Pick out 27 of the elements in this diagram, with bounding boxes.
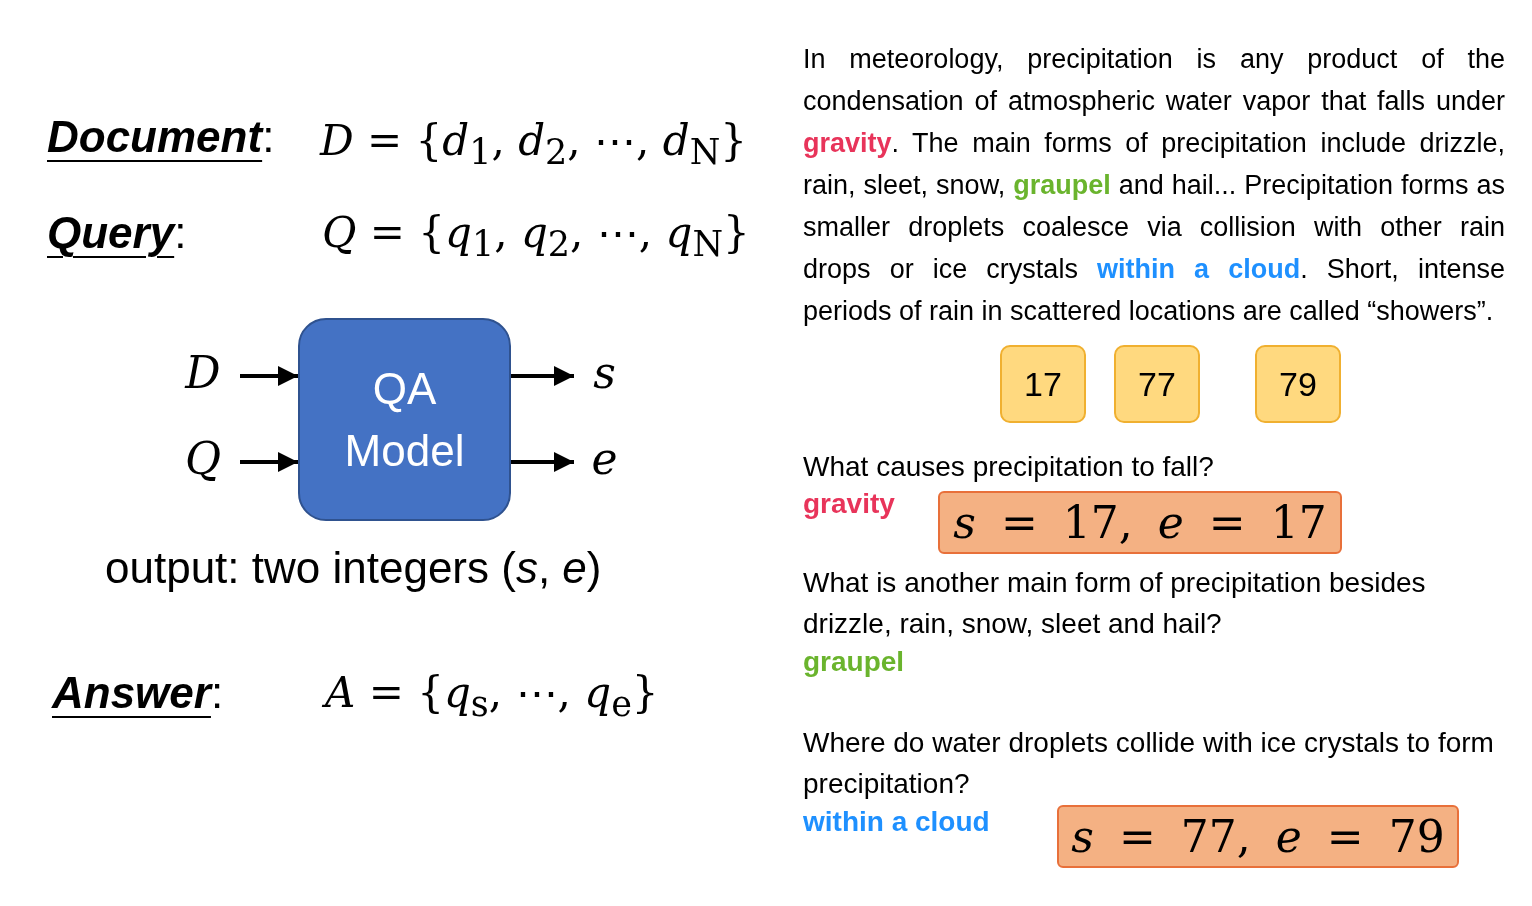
arrow <box>240 366 298 386</box>
heading-label: Answer: <box>52 668 224 718</box>
arrow <box>240 452 298 472</box>
heading-label: Document: <box>47 112 275 162</box>
arrow <box>511 366 574 386</box>
index-badge: 77 <box>1114 345 1200 423</box>
question-text: Where do water droplets collide with ice crystals to form precipitation? <box>803 726 1495 801</box>
index-badge: 17 <box>1000 345 1086 423</box>
variable-label: Q <box>178 428 228 488</box>
arrow <box>511 452 574 472</box>
variable-label: s <box>582 342 627 402</box>
formula: D = {d$_{1}$, d$_{2}$, ⋯, d$_{N}$} <box>320 116 747 173</box>
formula: Q = {q$_{1}$, q$_{2}$, ⋯, q$_{N}$} <box>322 208 750 265</box>
model-box: QA Model <box>298 318 511 521</box>
passage-paragraph: In meteorology, precipitation is any product of the condensation of atmospheric water vapor that falls under gravity. The main forms of precipitation include drizzle, rain, sleet, snow, graupel and hail... Precipitation forms as smaller droplets coalesce via collision with other rain drops or ice crystals within a cloud. Short, intense periods of rain in scattered locations are called “showers”. <box>803 43 1505 328</box>
answer-text: gravity <box>803 488 895 520</box>
answer-box: s = 17, e = 17 <box>938 491 1342 554</box>
index-badge: 79 <box>1255 345 1341 423</box>
variable-label: D <box>178 342 228 402</box>
heading-label: Query: <box>47 208 187 258</box>
answer-text: within a cloud <box>803 806 990 838</box>
question-text: What causes precipitation to fall? <box>803 450 1215 484</box>
output-text: output: two integers (s, e) <box>105 543 602 593</box>
question-text: What is another main form of precipitation besides drizzle, rain, snow, sleet and hail? <box>803 566 1427 641</box>
variable-label: e <box>582 428 627 488</box>
answer-box: s = 77, e = 79 <box>1057 805 1459 868</box>
answer-text: graupel <box>803 646 905 678</box>
